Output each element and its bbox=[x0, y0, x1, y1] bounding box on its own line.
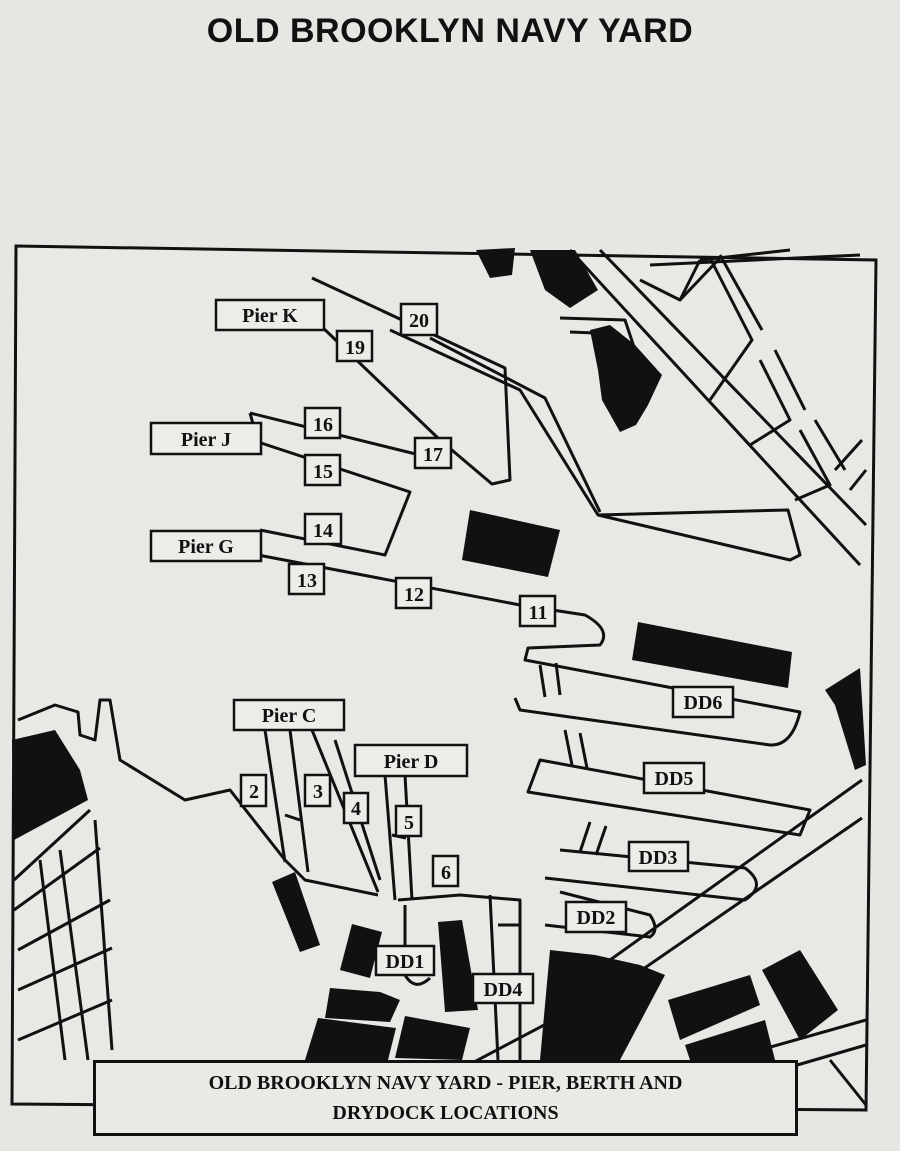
dd1-box bbox=[374, 944, 436, 977]
pier-d-label: Pier D bbox=[384, 751, 439, 773]
berth-19-box bbox=[335, 329, 374, 363]
dd2-box bbox=[564, 900, 628, 934]
dd4-box bbox=[471, 972, 535, 1005]
berth-5-box bbox=[394, 804, 423, 838]
page-title: OLD BROOKLYN NAVY YARD bbox=[206, 12, 694, 50]
berth-16-label: 16 bbox=[313, 414, 333, 436]
map-frame bbox=[10, 244, 878, 1112]
berth-11-box bbox=[518, 594, 557, 628]
berth-6-box bbox=[431, 854, 460, 888]
map-caption: OLD BROOKLYN NAVY YARD - PIER, BERTH AND… bbox=[93, 1060, 798, 1136]
dd1-label: DD1 bbox=[386, 951, 425, 973]
dd5-box bbox=[642, 761, 706, 795]
dd4-label: DD4 bbox=[484, 979, 523, 1001]
berth-19-label: 19 bbox=[345, 337, 365, 359]
pier-k-box bbox=[214, 298, 326, 332]
dd3-label: DD3 bbox=[639, 847, 678, 869]
berth-13-label: 13 bbox=[297, 570, 317, 592]
pier-c-label: Pier C bbox=[262, 705, 317, 727]
dd6-box bbox=[671, 685, 735, 719]
berth-4-box bbox=[342, 791, 370, 825]
caption-line-2: DRYDOCK LOCATIONS bbox=[332, 1102, 559, 1124]
berth-2-box bbox=[239, 773, 268, 808]
berth-14-box bbox=[303, 512, 343, 546]
pier-c-box bbox=[232, 698, 346, 732]
berth-2-label: 2 bbox=[249, 781, 259, 803]
pier-d-box bbox=[353, 743, 469, 778]
label-boxes bbox=[149, 298, 735, 1005]
berth-16-box bbox=[303, 406, 342, 440]
berth-12-label: 12 bbox=[404, 584, 424, 606]
caption-line-1: OLD BROOKLYN NAVY YARD - PIER, BERTH AND bbox=[208, 1072, 683, 1094]
pier-k-label: Pier K bbox=[242, 305, 298, 327]
berth-20-label: 20 bbox=[409, 310, 429, 332]
berth-13-box bbox=[287, 562, 326, 596]
berth-15-label: 15 bbox=[313, 461, 333, 483]
berth-20-box bbox=[399, 302, 439, 337]
berth-3-box bbox=[303, 773, 332, 808]
dd5-label: DD5 bbox=[655, 768, 694, 790]
dd2-label: DD2 bbox=[577, 907, 616, 929]
pier-j-box bbox=[149, 421, 263, 456]
berth-3-label: 3 bbox=[313, 781, 323, 803]
dd3-box bbox=[627, 840, 690, 873]
berth-15-box bbox=[303, 453, 342, 487]
berth-12-box bbox=[394, 576, 433, 610]
berth-17-box bbox=[413, 436, 453, 470]
berth-5-label: 5 bbox=[404, 812, 414, 834]
berth-17-label: 17 bbox=[423, 444, 443, 466]
pier-g-box bbox=[149, 529, 263, 563]
berth-11-label: 11 bbox=[529, 602, 548, 624]
berth-14-label: 14 bbox=[313, 520, 333, 542]
dd6-label: DD6 bbox=[684, 692, 723, 714]
shoreline-and-piers bbox=[12, 248, 868, 1106]
berth-4-label: 4 bbox=[351, 798, 361, 820]
pier-j-label: Pier J bbox=[181, 429, 231, 451]
buildings bbox=[12, 248, 866, 1060]
pier-g-label: Pier G bbox=[178, 536, 234, 558]
berth-6-label: 6 bbox=[441, 862, 451, 884]
